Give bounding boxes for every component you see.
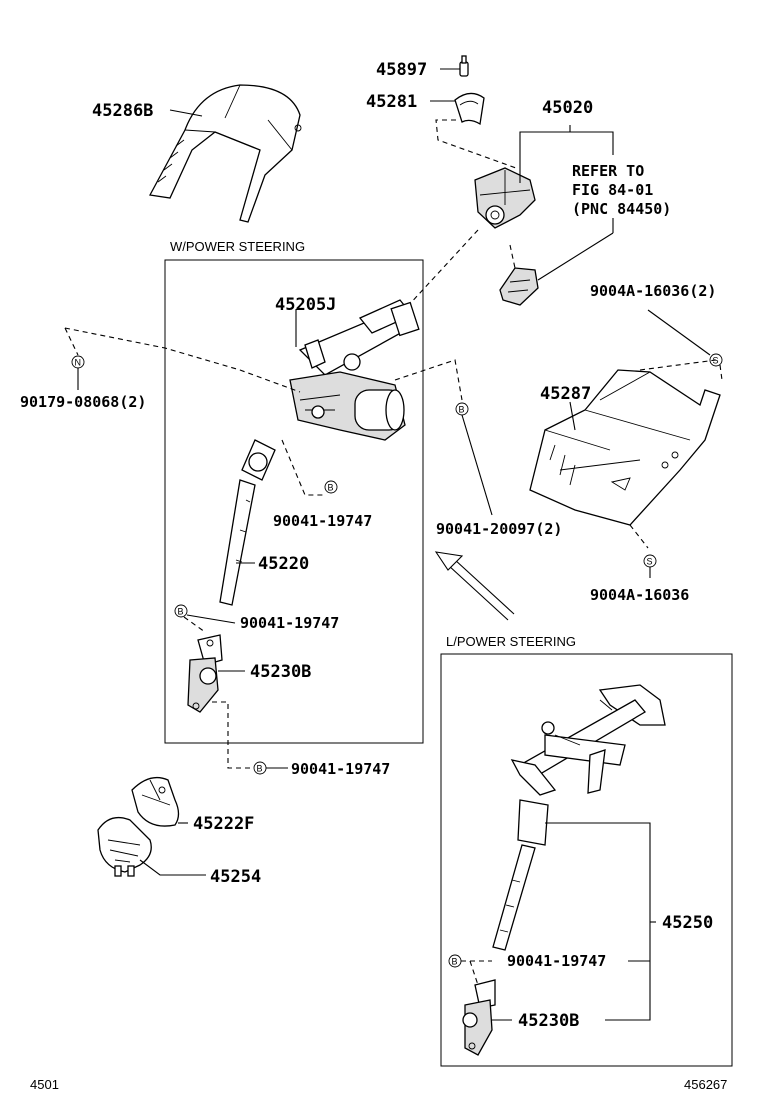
callout-90179-08068: 90179-08068(2) [20,393,146,411]
callout-9004a-16036-2: 9004A-16036(2) [590,282,716,300]
svg-text:REFER TO: REFER TO [572,162,644,180]
hole-cover-45222f [131,776,180,827]
callout-90041-19747-c: 90041-19747 [291,760,390,778]
svg-text:FIG 84-01: FIG 84-01 [572,181,653,199]
symbol-n: N [75,358,82,368]
universal-joint-45230b-upper [187,634,223,713]
symbol-b-1: B [459,405,465,415]
symbol-b-2: B [328,483,334,493]
callout-45254: 45254 [210,867,261,887]
symbol-b-3: B [178,607,184,617]
callout-45230b-lower: 45230B [518,1011,579,1031]
callout-45286b: 45286B [92,101,153,121]
ignition-lock-cylinder-45020 [474,167,536,229]
callout-45220: 45220 [258,554,309,574]
corner-code-right: 456267 [684,1077,727,1092]
callout-45020: 45020 [542,98,593,118]
callout-90041-20097: 90041-20097(2) [436,520,562,538]
ignition-switch [499,267,539,306]
corner-code-left: 4501 [30,1077,59,1092]
callout-45287: 45287 [540,384,591,404]
w-power-steering-label: W/POWER STEERING [170,239,305,254]
callout-90041-19747-b: 90041-19747 [240,614,339,632]
symbol-s-2: S [647,557,653,567]
l-power-steering-label: L/POWER STEERING [446,634,576,649]
steering-column-assy-45250 [492,684,666,951]
cover-45281 [454,92,485,126]
universal-joint-45230b-lower [462,979,496,1056]
callout-45897: 45897 [376,60,427,80]
svg-text:(PNC 84450): (PNC 84450) [572,200,671,218]
direction-arrow [434,551,515,621]
intermediate-shaft-45220 [219,439,276,606]
l-power-steering-box [440,653,733,1067]
column-hole-cover-45254 [97,816,152,877]
callout-90041-19747-d: 90041-19747 [507,952,606,970]
refer-note: REFER TO FIG 84-01 (PNC 84450) [572,162,671,218]
pin-45897 [459,55,469,77]
callout-90041-19747-a: 90041-19747 [273,512,372,530]
upper-column-cover-45286b [148,84,302,223]
callout-45205j: 45205J [275,295,336,315]
w-power-steering-box [164,259,424,744]
callout-45222f: 45222F [193,814,254,834]
callout-45250: 45250 [662,913,713,933]
callout-45281: 45281 [366,92,417,112]
callout-9004a-16036: 9004A-16036 [590,586,689,604]
symbol-b-4: B [257,764,263,774]
symbol-b-5: B [452,957,458,967]
callout-45230b-upper: 45230B [250,662,311,682]
steering-column-assy-45205j [289,299,420,441]
